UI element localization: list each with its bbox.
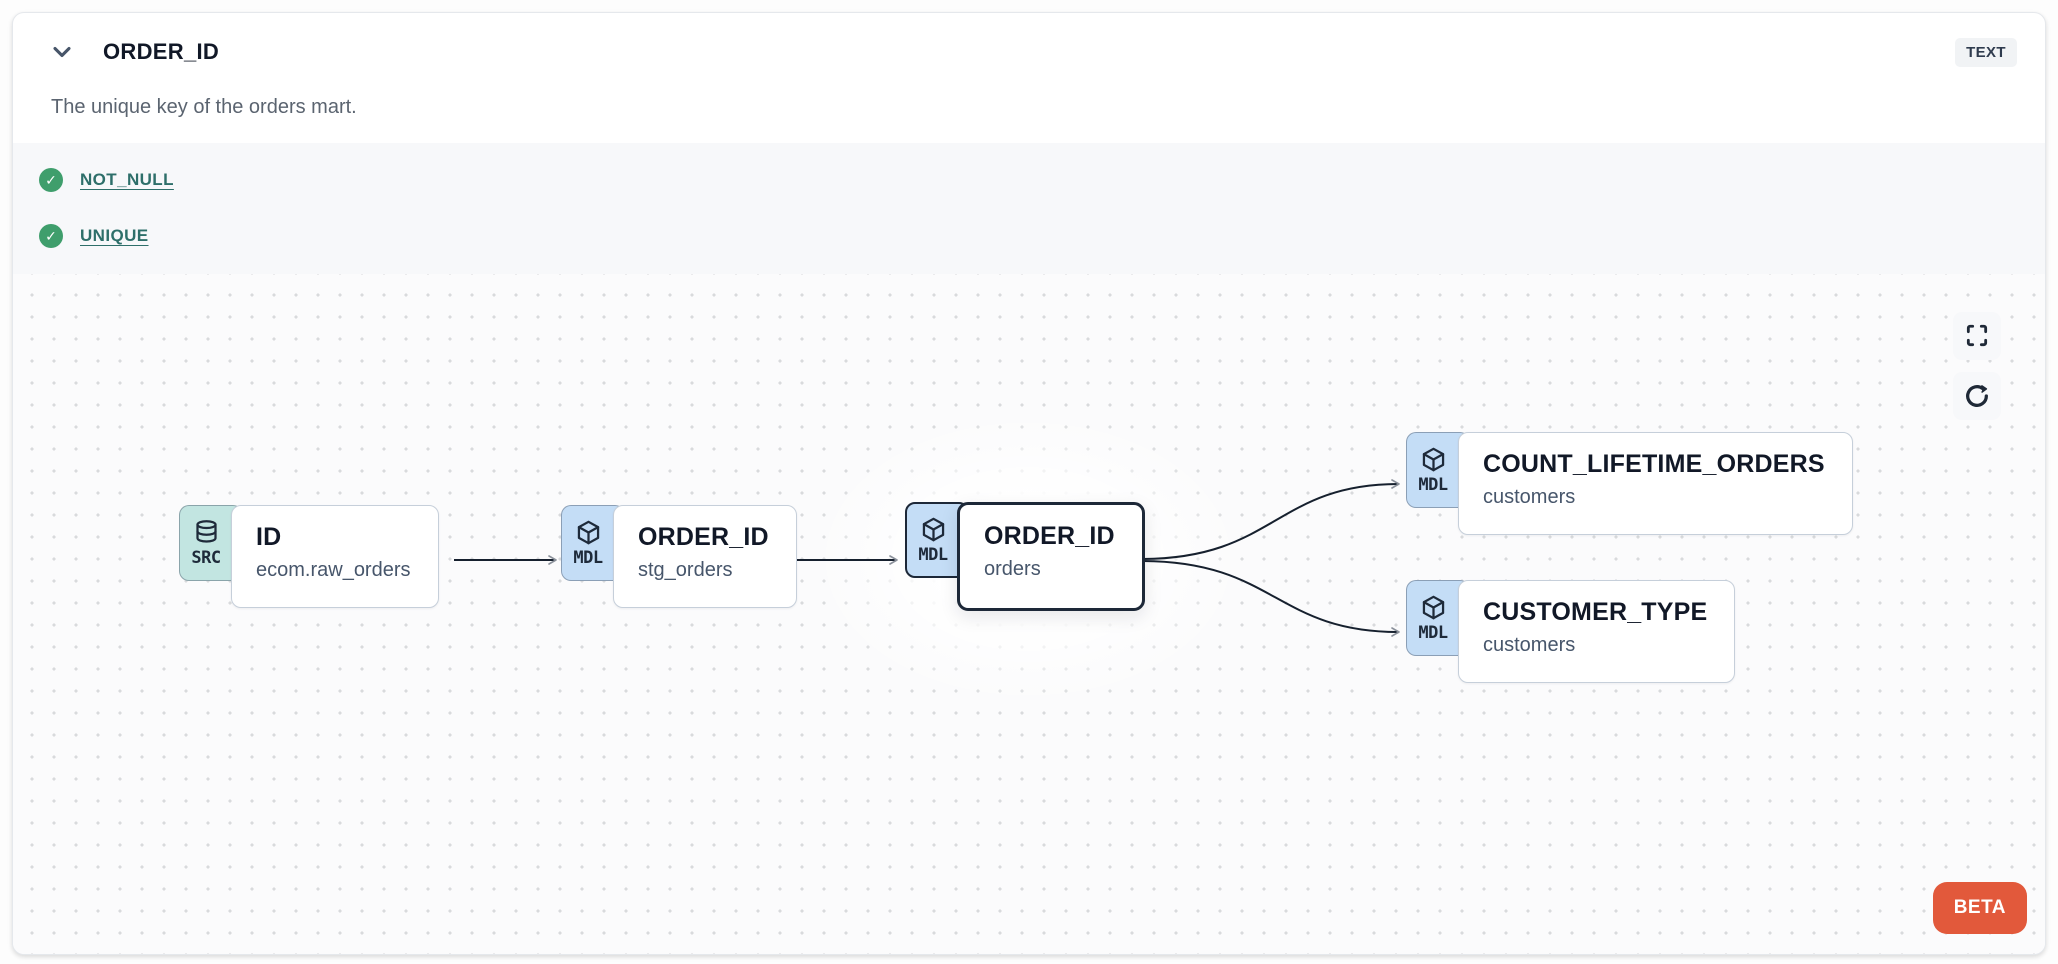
node-subtitle: stg_orders [638, 559, 733, 581]
test-row: ✓ NOT_NULL [39, 168, 2019, 192]
database-icon [193, 519, 220, 546]
node-body: ORDER_ID orders [957, 502, 1145, 611]
node-body: COUNT_LIFETIME_ORDERS customers [1458, 432, 1853, 535]
canvas-controls [1953, 312, 2001, 420]
node-body: CUSTOMER_TYPE customers [1458, 580, 1736, 683]
tests-section: ✓ NOT_NULL ✓ UNIQUE [13, 143, 2045, 274]
page-title: ORDER_ID [103, 39, 220, 64]
node-badge-label: MDL [1418, 474, 1448, 495]
node-title: ID [256, 523, 282, 551]
node-title: CUSTOMER_TYPE [1483, 598, 1708, 626]
lineage-canvas[interactable]: SRC ID ecom.raw_orders MDL ORDER_ID stg_… [13, 274, 2045, 954]
test-row: ✓ UNIQUE [39, 224, 2019, 248]
cube-icon [1420, 446, 1447, 473]
column-type-badge: TEXT [1955, 37, 2017, 67]
fullscreen-button[interactable] [1953, 312, 2001, 360]
node-body: ORDER_ID stg_orders [613, 505, 797, 608]
node-badge-label: MDL [918, 544, 948, 565]
node-title: COUNT_LIFETIME_ORDERS [1483, 450, 1825, 478]
node-title: ORDER_ID [984, 522, 1115, 550]
lineage-node-id-raw-orders[interactable]: SRC ID ecom.raw_orders [179, 505, 439, 608]
cube-icon [920, 516, 947, 543]
check-circle-icon: ✓ [39, 168, 63, 192]
cube-icon [575, 519, 602, 546]
lineage-edges [454, 479, 1400, 637]
node-badge-label: SRC [191, 547, 221, 568]
node-subtitle: ecom.raw_orders [256, 559, 411, 581]
test-link-not-null[interactable]: NOT_NULL [80, 170, 174, 189]
node-type-badge: SRC [179, 505, 243, 581]
column-description: The unique key of the orders mart. [51, 96, 357, 118]
refresh-icon [1963, 382, 1991, 410]
refresh-button[interactable] [1953, 372, 2001, 420]
column-details-card: ORDER_ID TEXT The unique key of the orde… [12, 12, 2046, 955]
lineage-node-count-lifetime-orders[interactable]: MDL COUNT_LIFETIME_ORDERS customers [1406, 432, 1853, 535]
cube-icon [1420, 594, 1447, 621]
node-title: ORDER_ID [638, 523, 769, 551]
edge-orders-to-type [1140, 560, 1400, 637]
lineage-node-customer-type[interactable]: MDL CUSTOMER_TYPE customers [1406, 580, 1736, 683]
fullscreen-icon [1964, 323, 1990, 349]
node-badge-label: MDL [1418, 622, 1448, 643]
node-badge-label: MDL [573, 547, 603, 568]
node-body: ID ecom.raw_orders [231, 505, 439, 608]
header: ORDER_ID TEXT The unique key of the orde… [13, 13, 2045, 143]
node-subtitle: customers [1483, 486, 1576, 508]
lineage-node-order-id-stg-orders[interactable]: MDL ORDER_ID stg_orders [561, 505, 797, 608]
beta-badge[interactable]: BETA [1932, 882, 2027, 934]
lineage-node-order-id-orders-selected[interactable]: MDL ORDER_ID orders [905, 502, 1145, 611]
chevron-down-icon [48, 38, 76, 66]
edge-orders-to-count [1140, 479, 1400, 560]
collapse-button[interactable] [45, 35, 79, 69]
test-link-unique[interactable]: UNIQUE [80, 226, 149, 245]
node-subtitle: orders [984, 558, 1041, 580]
check-circle-icon: ✓ [39, 224, 63, 248]
node-subtitle: customers [1483, 634, 1576, 656]
